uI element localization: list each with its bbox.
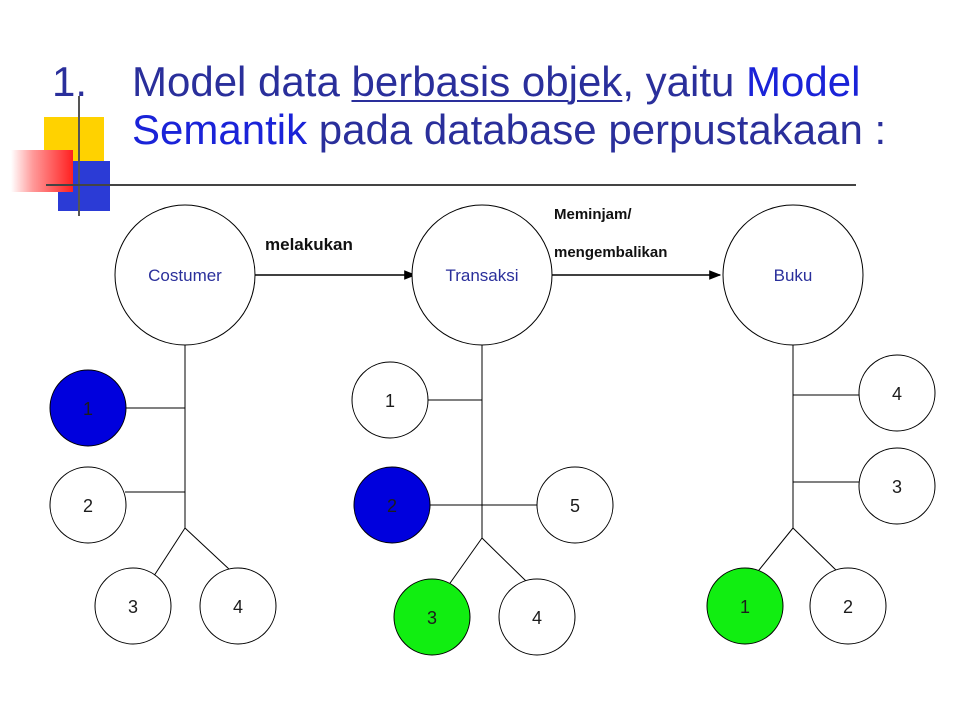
attribute-label: 3 xyxy=(892,477,902,497)
relation-label-mengembalikan: mengembalikan xyxy=(554,244,667,261)
attribute-circle xyxy=(393,578,471,656)
title-number: 1. xyxy=(52,58,88,105)
attribute-circle xyxy=(49,466,127,544)
entity-circle-buku xyxy=(722,204,864,346)
attribute-label: 4 xyxy=(892,384,902,404)
title-text-3: , yaitu xyxy=(622,58,747,105)
attribute-circle xyxy=(351,361,429,439)
title-underline-rule xyxy=(46,184,856,186)
entity-transaksi: Transaksi 1 2 5 3 4 xyxy=(351,204,614,656)
attribute-label: 2 xyxy=(843,597,853,617)
decor-vertical-rule xyxy=(78,96,80,216)
attribute-label: 1 xyxy=(83,399,93,419)
attribute-circle xyxy=(94,567,172,645)
attribute-label: 4 xyxy=(233,597,243,617)
attribute-circle xyxy=(49,369,127,447)
attribute-label: 2 xyxy=(387,496,397,516)
entity-label-transaksi: Transaksi xyxy=(445,266,518,285)
attribute-circle xyxy=(498,578,576,656)
attribute-label: 3 xyxy=(427,608,437,628)
attribute-label: 1 xyxy=(740,597,750,617)
attribute-circle xyxy=(706,567,784,645)
entity-label-buku: Buku xyxy=(774,266,813,285)
attribute-label: 4 xyxy=(532,608,542,628)
title-text-highlight: Model Semantik xyxy=(132,58,861,153)
attribute-label: 1 xyxy=(385,391,395,411)
title-text-underlined: berbasis objek xyxy=(351,58,623,105)
attribute-circle xyxy=(199,567,277,645)
entity-circle-costumer xyxy=(114,204,256,346)
slide-title: Model data berbasis objek, yaitu Model S… xyxy=(132,58,932,154)
attribute-circle xyxy=(858,447,936,525)
attribute-circle xyxy=(353,466,431,544)
attribute-label: 3 xyxy=(128,597,138,617)
attribute-circle xyxy=(858,354,936,432)
relation-label-meminjam: Meminjam/ xyxy=(554,206,632,223)
attribute-circle xyxy=(809,567,887,645)
attribute-label: 5 xyxy=(570,496,580,516)
entity-label-costumer: Costumer xyxy=(148,266,222,285)
relation-label-melakukan: melakukan xyxy=(265,235,353,254)
entity-costumer: Costumer 1 2 3 4 xyxy=(49,204,277,645)
entity-circle-transaksi xyxy=(411,204,553,346)
title-text-5: pada database perpustakaan : xyxy=(307,106,887,153)
attribute-circle xyxy=(536,466,614,544)
entity-buku: Buku 4 3 1 2 xyxy=(706,204,936,645)
attribute-label: 2 xyxy=(83,496,93,516)
title-text-1: Model data xyxy=(132,58,352,105)
